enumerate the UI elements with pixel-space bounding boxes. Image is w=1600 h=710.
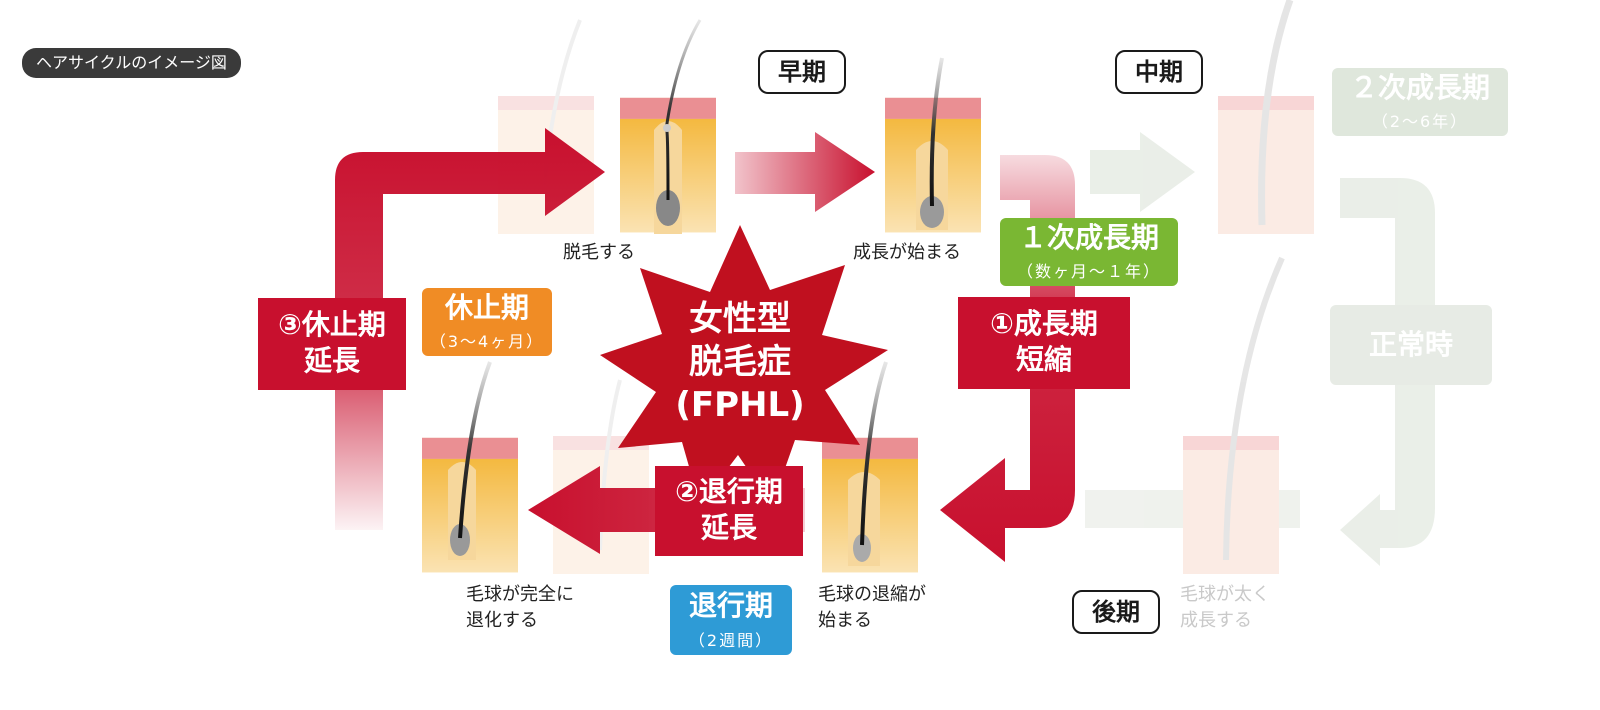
caption-bulb-regressed: 毛球が完全に 退化する (466, 582, 574, 634)
caption-bulb-regressed-1: 毛球が完全に (466, 584, 574, 605)
caption-growth-start: 成長が始まる (853, 242, 961, 263)
hair-2 (929, 57, 944, 207)
faded-hair-1 (1258, 0, 1294, 226)
skin-tile-growth-start (885, 57, 981, 233)
normal-label-box (1330, 305, 1492, 385)
skin-tile-shed (620, 19, 716, 234)
stage-anagen1-duration: （数ヶ月〜１年） (1016, 262, 1161, 281)
center-line1: 女性型 (689, 299, 791, 339)
caption-bulb-shrinking-1: 毛球の退縮が (818, 584, 926, 605)
effect-telogen-bg (258, 298, 406, 390)
caption-thick-2: 成長する (1180, 610, 1252, 631)
effect-telogen-line1: ③休止期 (278, 308, 386, 341)
skin-tile-bulb-shrinking (822, 361, 918, 573)
stage-telogen-duration: （3〜4ヶ月） (429, 332, 545, 351)
bulb-1 (656, 190, 680, 226)
effect-anagen-shortened: ①成長期 短縮 (958, 306, 1130, 378)
stage-telogen-name: 休止期 (444, 291, 529, 324)
stage-catagen-duration: （2週間） (688, 631, 774, 650)
effect-anagen-line2: 短縮 (1015, 343, 1072, 376)
caption-bulb-regressed-2: 退化する (466, 610, 538, 631)
bulb-2 (920, 196, 944, 228)
caption-shed: 脱毛する (563, 242, 635, 263)
stage-anagen1-name: １次成長期 (1018, 221, 1159, 254)
effect-telogen-line2: 延長 (303, 344, 360, 377)
effect-catagen-line2: 延長 (700, 511, 757, 544)
stage-anagen2-box: ２次成長期 （2〜6年） (1332, 68, 1508, 136)
effect-anagen-bg (958, 297, 1130, 389)
stage-anagen1-box: １次成長期 （数ヶ月〜１年） (1000, 218, 1178, 286)
faded-arrow-top (1090, 132, 1195, 212)
arrow-top-mid (735, 132, 875, 212)
caption-bulb-shrinking-2: 始まる (818, 610, 872, 631)
faded-arrow-right (1340, 178, 1435, 566)
normal-label: 正常時 (1368, 328, 1453, 361)
caption-bulb-shrinking: 毛球の退縮が 始まる (818, 582, 926, 634)
caption-thick-1: 毛球が太く (1180, 584, 1270, 605)
center-line3: (FPHL) (675, 385, 805, 425)
stage-catagen-name: 退行期 (688, 589, 773, 622)
phase-early-label: 早期 (758, 50, 846, 94)
effect-anagen-line1: ①成長期 (990, 307, 1098, 340)
faded-skin-pink-3 (498, 96, 594, 110)
stage-telogen-box: 休止期 （3〜4ヶ月） (422, 288, 552, 356)
faded-hair-2 (1223, 256, 1285, 561)
arrow-left-up (335, 128, 605, 530)
normal-cycle-faded (498, 0, 1435, 574)
stage-anagen2-duration: （2〜6年） (1371, 112, 1469, 131)
diagram-title-badge: ヘアサイクルのイメージ図 (22, 48, 241, 78)
stage-catagen-box: 退行期 （2週間） (670, 585, 792, 655)
effect-telogen-extended: ③休止期 延長 (258, 307, 406, 379)
bulb-3 (853, 534, 871, 562)
center-label: 女性型 脱毛症 (FPHL) (640, 298, 840, 427)
bulb-4 (450, 524, 470, 556)
effect-catagen-bg (655, 466, 803, 556)
center-line2: 脱毛症 (689, 342, 791, 382)
effect-catagen-line1: ②退行期 (675, 475, 783, 508)
fphl-star (600, 225, 888, 505)
hair-root-dot-1 (663, 124, 671, 132)
phase-late-label: 後期 (1072, 590, 1160, 634)
hair-3 (860, 361, 888, 546)
caption-thick-growth: 毛球が太く 成長する (1180, 582, 1270, 634)
stage-anagen2-name: ２次成長期 (1349, 71, 1490, 104)
skin-tile-bulb-regressed (422, 361, 518, 573)
effect-catagen-extended: ②退行期 延長 (655, 474, 803, 546)
phase-middle-label: 中期 (1115, 50, 1203, 94)
hair-4 (458, 361, 492, 539)
